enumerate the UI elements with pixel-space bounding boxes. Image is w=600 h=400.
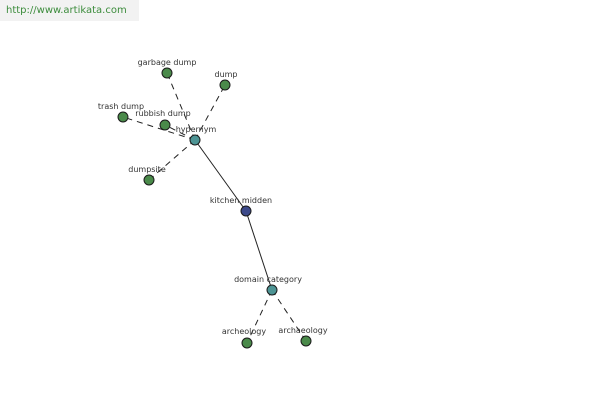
edge-hypernym-dumpsite [148, 139, 196, 181]
node-trash-dump[interactable] [117, 111, 129, 123]
label-hypernym: hypernym [176, 125, 217, 134]
label-dumpsite: dumpsite [128, 165, 166, 174]
label-domain-category: domain category [234, 275, 302, 284]
node-dumpsite[interactable] [143, 174, 155, 186]
node-dump[interactable] [219, 79, 231, 91]
label-archaeology: archaeology [278, 326, 327, 335]
edge-hypernym-garbage-dump [166, 72, 196, 141]
edge-hypernym-trash-dump [122, 116, 196, 141]
node-archeology[interactable] [241, 337, 253, 349]
label-garbage-dump: garbage dump [138, 58, 197, 67]
node-archaeology[interactable] [300, 335, 312, 347]
node-kitchen-midden[interactable] [240, 205, 252, 217]
label-trash-dump: trash dump [98, 102, 144, 111]
edge-domain-category-archeology [246, 289, 273, 344]
label-dump: dump [214, 70, 237, 79]
label-kitchen-midden: kitchen midden [210, 196, 272, 205]
node-domain-category[interactable] [266, 284, 278, 296]
node-rubbish-dump[interactable] [159, 119, 171, 131]
edge-hypernym-kitchen-midden [194, 139, 247, 212]
label-archeology: archeology [222, 327, 266, 336]
node-garbage-dump[interactable] [161, 67, 173, 79]
node-hypernym[interactable] [189, 134, 201, 146]
edge-hypernym-rubbish-dump [164, 124, 196, 141]
edge-kitchen-midden-domain-category [245, 210, 273, 291]
label-rubbish-dump: rubbish dump [135, 109, 191, 118]
watermark-url[interactable]: http://www.artikata.com [0, 0, 139, 21]
